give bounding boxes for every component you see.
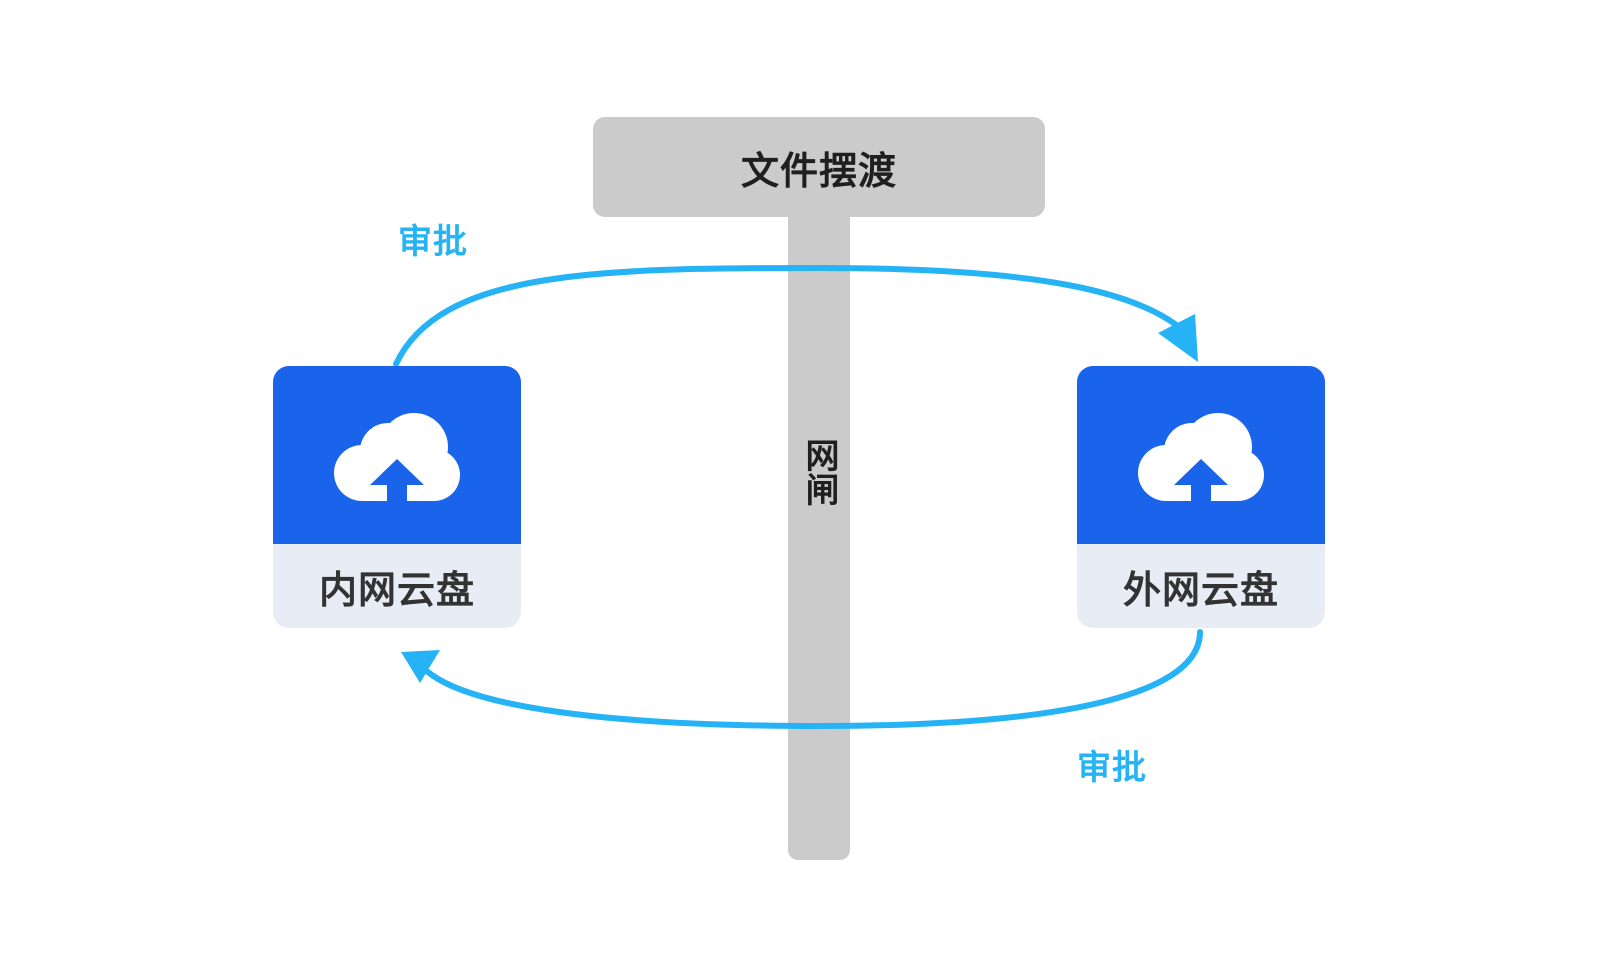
flow-arrowhead-bottom [401, 650, 440, 683]
external-disk-label: 外网云盘 [1122, 567, 1279, 612]
external-cloud-disk: 外网云盘 [1077, 366, 1325, 628]
external-disk-icon-area [1077, 366, 1325, 544]
internal-disk-label: 内网云盘 [318, 567, 475, 612]
flow-arrow-bottom [425, 629, 1203, 730]
flow-arrowhead-top [1158, 314, 1198, 362]
approval-label-top: 审批 [398, 222, 468, 262]
approval-label-bottom: 审批 [1077, 748, 1147, 788]
gateway-title: 文件摆渡 [740, 148, 897, 193]
flow-arrow-top [393, 264, 1188, 367]
cloud-upload-icon [334, 413, 460, 509]
gateway-pole [788, 200, 850, 860]
gateway-label: 网闸 [799, 438, 839, 506]
internal-disk-icon-area [273, 366, 521, 544]
internal-cloud-disk: 内网云盘 [273, 366, 521, 628]
cloud-upload-icon [1138, 413, 1264, 509]
gateway-title-box: 文件摆渡 [593, 117, 1045, 217]
